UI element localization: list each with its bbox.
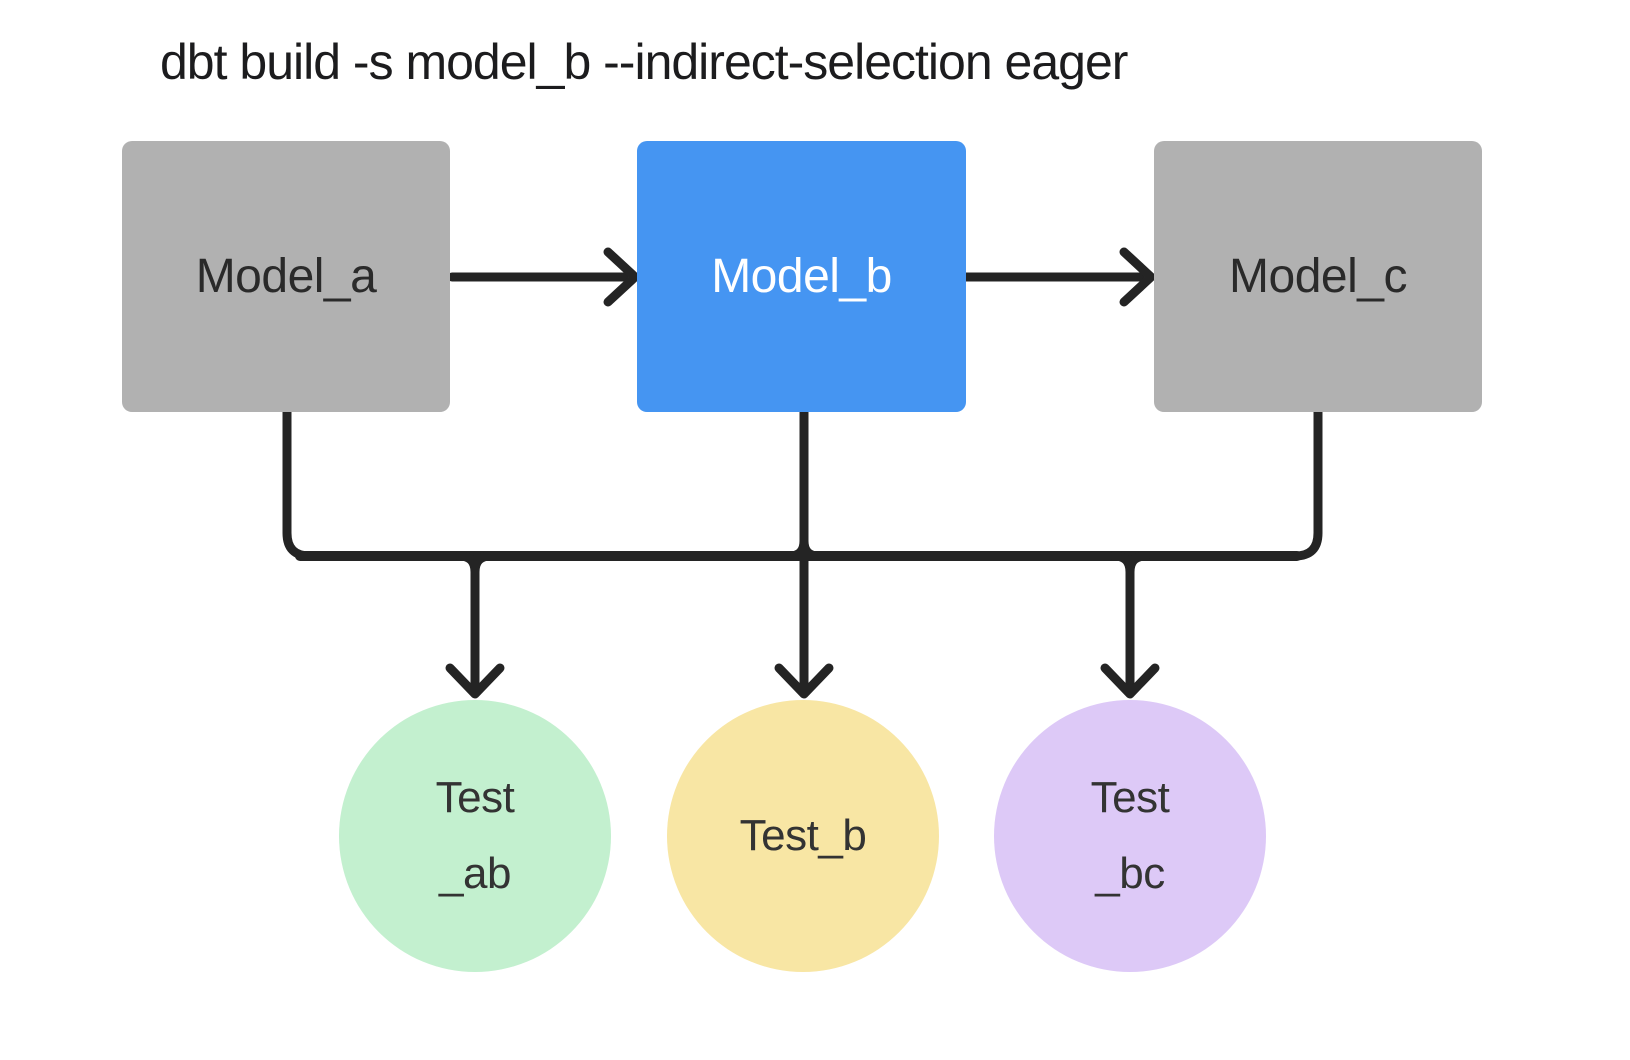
node-test-ab-label-line1: Test [435, 773, 515, 822]
node-test-bc-label-line2: _bc [1095, 849, 1165, 898]
junction-model-b-fillet-left [784, 536, 809, 561]
node-test-bc: Test _bc [994, 700, 1266, 972]
drop-test-ab-fillet-left [454, 551, 480, 577]
diagram-title: dbt build -s model_b --indirect-selectio… [160, 34, 1128, 90]
drop-test-bc-fillet-right [1125, 551, 1151, 577]
edge-model-a-elbow [282, 407, 315, 561]
node-model-a-label: Model_a [195, 250, 377, 303]
node-test-ab-label-line2: _ab [439, 849, 511, 898]
arrowhead-test-ab-icon [445, 663, 505, 699]
node-model-b-label: Model_b [711, 250, 892, 303]
arrowhead-test-bc-icon [1100, 663, 1160, 699]
edge-model-c-elbow [1290, 407, 1323, 561]
junction-model-b-fillet-right [799, 536, 824, 561]
drop-test-bc-fillet-left [1109, 551, 1135, 577]
node-test-b-label-line1: Test_b [739, 811, 867, 860]
node-test-bc-label-line1: Test [1090, 773, 1170, 822]
arrowhead-test-b-icon [774, 663, 834, 699]
node-model-c: Model_c [1154, 141, 1482, 412]
node-model-a: Model_a [122, 141, 450, 412]
node-test-b: Test_b [667, 700, 939, 972]
edge-model-a-model-b-arrowhead-icon [603, 247, 640, 307]
node-model-b-selected: Model_b [637, 141, 966, 412]
node-test-ab: Test _ab [339, 700, 611, 972]
drop-test-ab-fillet-right [470, 551, 496, 577]
edge-model-b-model-c-arrowhead-icon [1119, 247, 1156, 307]
node-model-c-label: Model_c [1229, 250, 1407, 303]
